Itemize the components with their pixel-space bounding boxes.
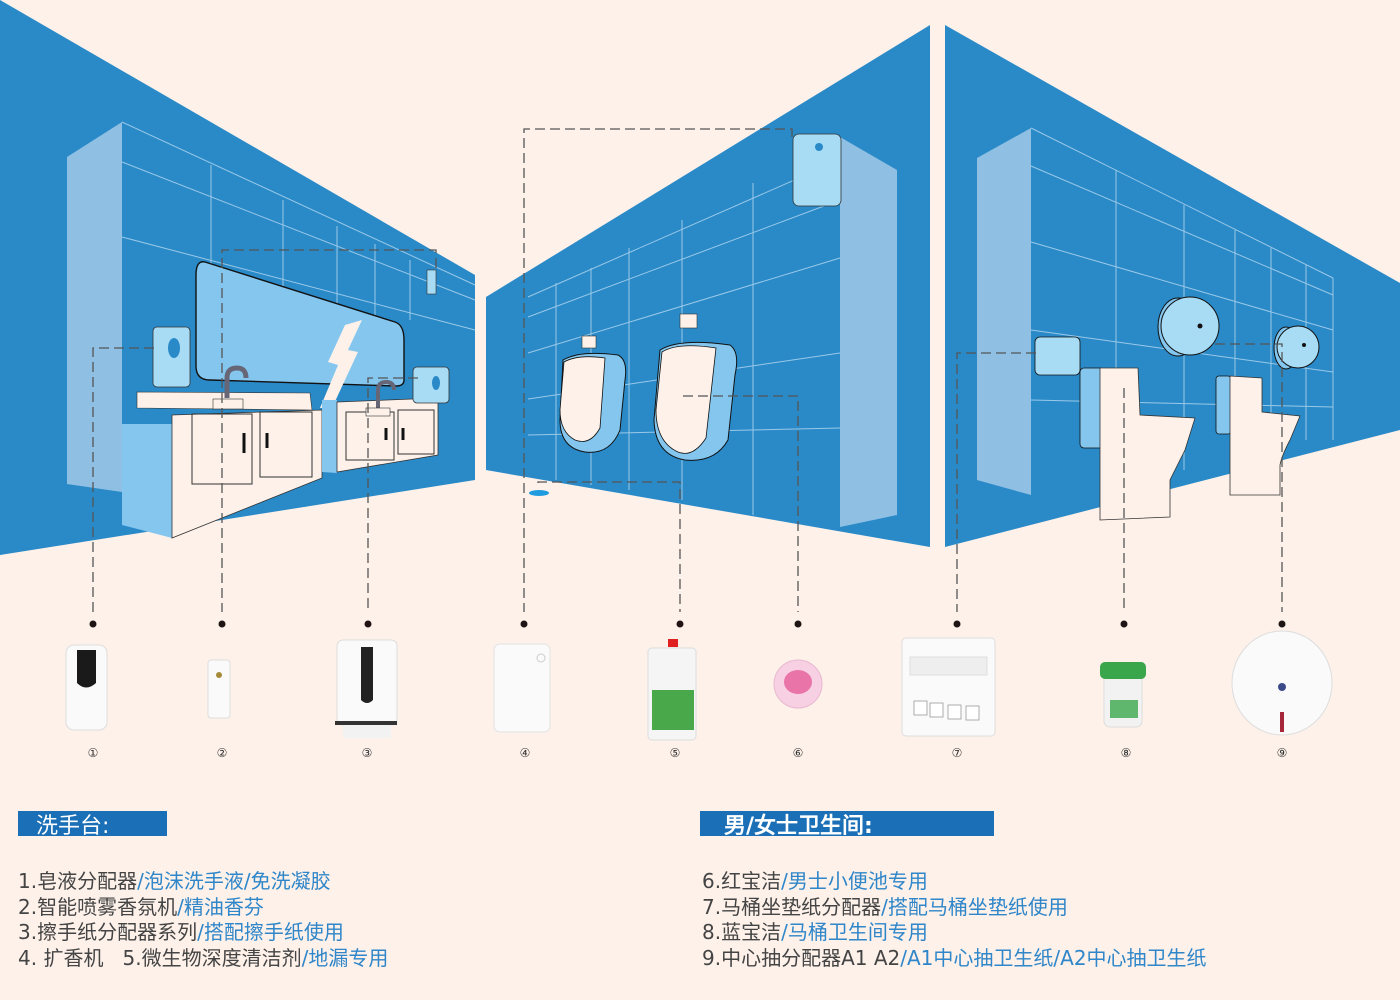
leader-lines (92, 128, 1283, 612)
urinal-area (486, 25, 930, 547)
product-marker-4: ④ (519, 746, 531, 760)
product-marker-8: ⑧ (1120, 746, 1132, 760)
product-seat-cover-dispenser (901, 637, 996, 737)
product-hand-towel-dispenser (335, 639, 398, 738)
product-center-pull-dispenser (1231, 630, 1333, 736)
leader-dots (89, 620, 1286, 628)
toilet (1229, 375, 1301, 496)
product-marker-6: ⑥ (792, 746, 804, 760)
restroom-section-title: 男/女士卫生间: (724, 813, 873, 839)
wall-aroma-diffuser (792, 133, 842, 207)
restroom-section-header: 男/女士卫生间: (700, 811, 994, 839)
pillar-side (840, 137, 897, 527)
pillar-front (67, 122, 122, 492)
wall-seat-cover-dispenser (1034, 336, 1081, 376)
list-item: 3.擦手纸分配器系列/搭配擦手纸使用 (18, 920, 344, 944)
cabinet-door (259, 411, 313, 478)
list-item: 4. 扩香机 5.微生物深度清洁剂/地漏专用 (18, 945, 389, 970)
product-marker-1: ① (87, 746, 99, 760)
wall-roll-dispenser (1160, 296, 1220, 356)
list-item: 9.中心抽分配器A1 A2/A1中心抽卫生纸/A2中心抽卫生纸 (702, 945, 1207, 970)
product-marker-3: ③ (361, 746, 373, 760)
list-item: 8.蓝宝洁/马桶卫生间专用 (702, 920, 928, 944)
restroom-item-list: 6.红宝洁/男士小便池专用 7.马桶坐垫纸分配器/搭配马桶坐垫纸使用 8.蓝宝洁… (702, 869, 1207, 971)
washbasin-area (0, 0, 476, 555)
wall-roll-dispenser (1276, 325, 1320, 369)
mirror-shine (320, 320, 362, 408)
product-soap-dispenser (65, 644, 108, 731)
list-item: 6.红宝洁/男士小便池专用 (702, 869, 928, 893)
faucet (224, 365, 249, 398)
washbasin-section-title: 洗手台: (36, 813, 110, 839)
product-aroma-diffuser (493, 643, 551, 733)
product-marker-9: ⑨ (1276, 746, 1288, 760)
toilet-area (945, 25, 1400, 547)
counter-side-2 (322, 400, 337, 473)
list-item: 2.智能喷雾香氛机/精油香芬 (18, 894, 264, 919)
wall-spray-unit (426, 269, 437, 295)
product-spray-air-freshener (207, 659, 231, 719)
washbasin-section-header: 洗手台: (18, 811, 167, 839)
product-blue-toilet-block (1100, 662, 1146, 728)
floor-drain (529, 490, 549, 496)
product-microbial-cleaner (647, 639, 697, 741)
product-marker-7: ⑦ (951, 746, 963, 760)
washbasin-item-list: 1.皂液分配器/泡沫洗手液/免洗凝胶 2.智能喷雾香氛机/精油香芬 3.擦手纸分… (18, 869, 388, 971)
list-item: 7.马桶坐垫纸分配器/搭配马桶坐垫纸使用 (702, 894, 1068, 919)
counter-side (122, 424, 172, 538)
faucet (376, 379, 396, 408)
wall-towel-dispenser (412, 366, 450, 404)
product-marker-2: ② (216, 746, 228, 760)
cabinet-door (397, 409, 435, 455)
counter-front-1 (171, 409, 323, 539)
list-item: 1.皂液分配器/泡沫洗手液/免洗凝胶 (18, 869, 331, 893)
product-marker-5: ⑤ (669, 746, 681, 760)
product-red-urinal-block (773, 659, 823, 709)
pillar-front (977, 128, 1031, 495)
